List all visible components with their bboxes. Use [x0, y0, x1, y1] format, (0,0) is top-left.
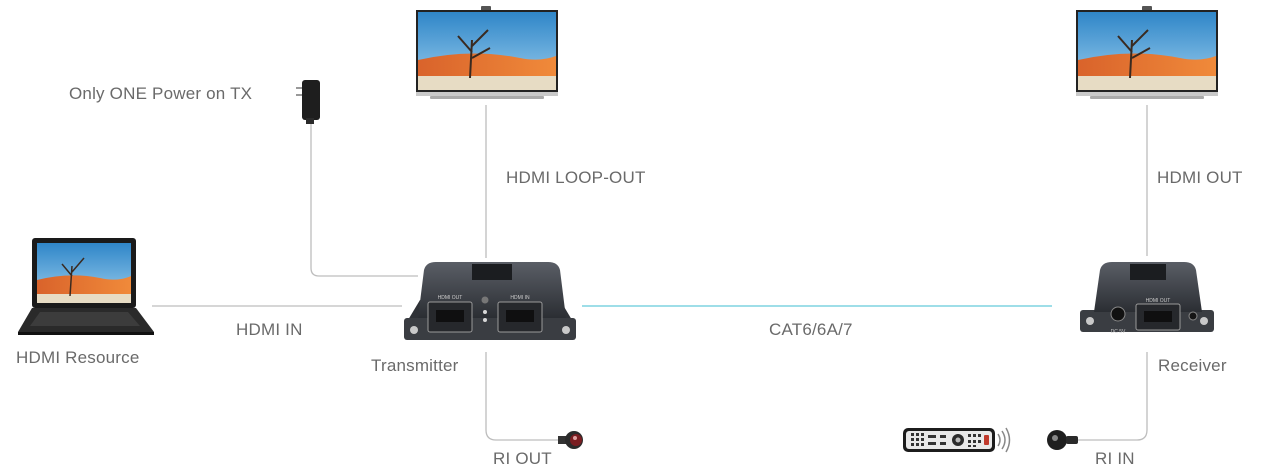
power-adapter-icon [296, 80, 320, 124]
ri-in-line [1076, 352, 1148, 441]
power-cable-line [310, 118, 418, 277]
connection-lines [152, 105, 1148, 441]
ir-receiver-icon [1047, 430, 1078, 450]
transmitter-device-icon: HDMI OUT HDMI IN [404, 262, 576, 340]
hdmi-out-label: HDMI OUT [1157, 168, 1243, 187]
ir-emitter-icon [558, 431, 583, 449]
hdmi-in-label: HDMI IN [236, 320, 303, 339]
svg-text:DC 5V: DC 5V [1111, 329, 1126, 335]
tv-icon [1076, 6, 1218, 99]
remote-control-icon [903, 427, 1011, 453]
hdmi-resource-label: HDMI Resource [16, 348, 140, 367]
cable-type-label: CAT6/6A/7 [769, 320, 853, 339]
ri-out-line [485, 352, 565, 441]
svg-text:HDMI OUT: HDMI OUT [1146, 298, 1171, 304]
receiver-device-icon: DC 5V HDMI OUT [1080, 262, 1214, 335]
tv-icon [416, 6, 558, 99]
transmitter-label: Transmitter [371, 356, 459, 375]
svg-text:HDMI OUT: HDMI OUT [438, 295, 463, 301]
ri-in-label: RI IN [1095, 449, 1135, 468]
ri-out-label: RI OUT [493, 449, 552, 468]
power-label: Only ONE Power on TX [69, 84, 253, 103]
hdmi-loop-out-label: HDMI LOOP-OUT [506, 168, 646, 187]
receiver-label: Receiver [1158, 356, 1227, 375]
laptop-icon [18, 238, 154, 335]
svg-text:HDMI IN: HDMI IN [510, 295, 530, 301]
